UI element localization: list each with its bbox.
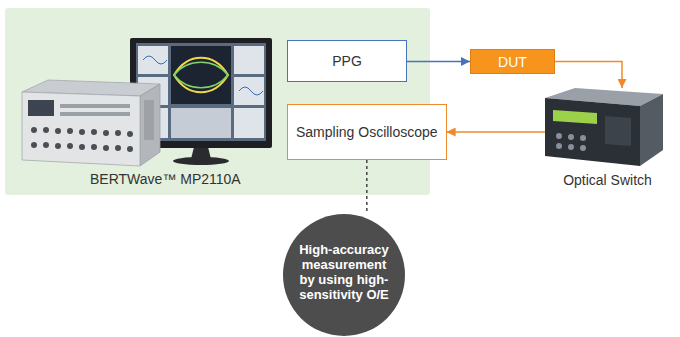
signal-arrow xyxy=(407,61,470,63)
box-label: PPG xyxy=(332,53,362,70)
instrument-panel: PPGSampling OscilloscopeBERTWave™ MP2110… xyxy=(5,8,430,195)
switch-part xyxy=(545,98,640,166)
switch-illustration xyxy=(545,88,665,170)
dashed-leader xyxy=(366,160,368,214)
instrument-illustration xyxy=(22,80,160,166)
instrument-name: BERTWave™ MP2110A xyxy=(90,171,241,187)
box-label: Sampling Oscilloscope xyxy=(296,124,438,141)
switch-button xyxy=(580,135,586,141)
optical-arrow xyxy=(447,131,545,133)
switch-button xyxy=(568,134,574,140)
switch-button xyxy=(556,133,562,139)
switch-part xyxy=(605,116,631,146)
switch-part xyxy=(640,94,663,166)
box-label: DUT xyxy=(498,54,527,70)
device-label: Optical Switch xyxy=(563,172,652,188)
optical-switch: Optical Switch xyxy=(545,88,670,188)
device-box: DUT xyxy=(470,49,555,74)
switch-button xyxy=(568,144,574,150)
callout-circle-fill xyxy=(283,214,405,336)
callout-text: High-accuracy measurement by using high-… xyxy=(293,242,395,302)
switch-button xyxy=(556,143,562,149)
switch-button xyxy=(580,145,586,151)
process-box: Sampling Oscilloscope xyxy=(287,104,447,160)
callout-circle: High-accuracy measurement by using high-… xyxy=(283,214,405,336)
optical-arrow xyxy=(555,62,622,89)
process-box: PPG xyxy=(287,40,407,82)
monitor-illustration xyxy=(130,38,272,165)
switch-part xyxy=(553,110,597,124)
